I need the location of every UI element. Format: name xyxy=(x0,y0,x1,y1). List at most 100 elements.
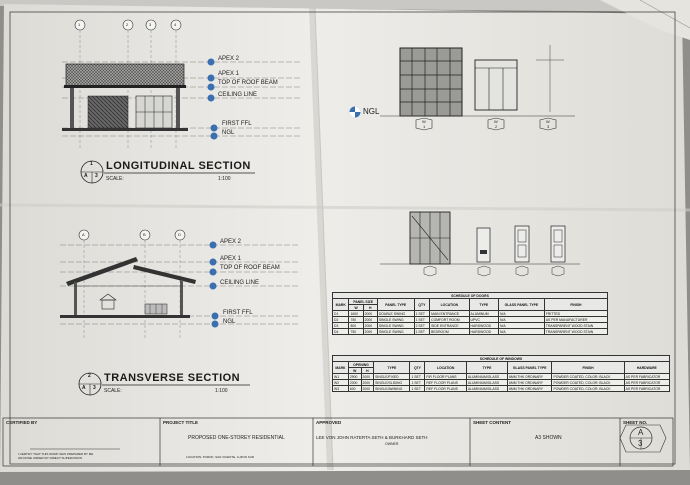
level-top-of-roof-beam: TOP OF ROOF BEAM xyxy=(218,80,278,86)
col-header: MARK xyxy=(332,361,349,374)
certified-by-label: CERTIFIED BY xyxy=(6,420,38,425)
level-first-ffl: FIRST FFL xyxy=(223,310,253,316)
sheet-number: 3 xyxy=(638,439,643,448)
table-cell: 600 xyxy=(347,385,362,392)
longitudinal-section-drawing xyxy=(62,19,300,184)
table-cell: 1 SET xyxy=(413,328,431,335)
table-cell: BEDROOM xyxy=(429,328,470,335)
grid-marker-1: 1 xyxy=(78,22,81,27)
col-header: GLASS PANEL TYPE xyxy=(507,361,553,374)
project-title-label: PROJECT TITLE xyxy=(163,420,199,425)
table-cell: AS PER FABRICATOR xyxy=(623,385,671,392)
table-cell: POWDER COATED, COLOR: BLACK xyxy=(551,385,625,392)
col-header: QTY xyxy=(413,298,431,311)
doors-schedule-table: SCHEDULE OF DOORS MARK PANEL SIZE PANEL … xyxy=(331,292,609,335)
col-header: TYPE xyxy=(373,361,411,374)
transverse-section-title: TRANSVERSE SECTION xyxy=(104,372,241,384)
table-cell: REF FLOOR PLANS xyxy=(424,385,467,392)
table-cell: SINGLE SWING xyxy=(376,328,415,335)
table-cell: W3 xyxy=(332,385,349,392)
col-header: TYPE xyxy=(468,298,499,311)
longitudinal-section-title: LONGITUDINAL SECTION xyxy=(106,160,251,172)
section-number: 2 xyxy=(88,373,92,379)
owner-role: OWNER xyxy=(385,442,399,446)
window-tag-w2-bottom: 2 xyxy=(495,124,498,129)
grid-marker-3: 3 xyxy=(149,22,152,27)
level-apex-1: APEX 1 xyxy=(220,256,242,262)
certification-note-2: OR DONE UNDER MY DIRECT SUPERVISION xyxy=(18,456,83,460)
col-header: MARK xyxy=(331,298,350,311)
table-cell: 2000 xyxy=(362,328,378,335)
level-ngl: NGL xyxy=(222,130,235,136)
section-sheet-number: 3 xyxy=(95,173,99,179)
owner-names: LEE VON JOHN RATERTA SETH & BURKHARD SET… xyxy=(316,435,428,440)
drawing-border xyxy=(9,11,676,465)
sheet-letter: A xyxy=(638,428,644,437)
col-header: FINISH xyxy=(543,298,609,311)
grid-marker-2: 2 xyxy=(126,22,129,27)
section-number: 1 xyxy=(90,161,94,167)
scale-value: 1:100 xyxy=(215,388,228,394)
window-tag-w1-top: W xyxy=(422,119,426,124)
table-cell: SINGLE/AWNING xyxy=(373,385,411,392)
window-tag-w3-bottom: 3 xyxy=(547,124,550,129)
col-header: TYPE xyxy=(465,361,509,374)
window-tag-w2-top: W xyxy=(494,119,498,124)
project-location: LOCATION: PUROK, SAN VICENTE, LUZON SUR xyxy=(186,455,255,459)
col-header: HARDWARE xyxy=(623,361,671,374)
table-cell: 750 xyxy=(348,328,364,335)
section-sheet-number: 3 xyxy=(93,385,97,391)
window-tag-w3-top: W xyxy=(546,119,550,124)
table-cell: HARDWOOD xyxy=(468,328,499,335)
table-cell: 6MM THK ORDINARY xyxy=(507,385,553,392)
level-ngl: NGL xyxy=(223,319,236,325)
level-apex-2: APEX 2 xyxy=(218,56,240,62)
grid-marker-d: D xyxy=(178,232,181,237)
grid-marker-a: A xyxy=(82,232,85,237)
level-apex-1: APEX 1 xyxy=(218,71,240,77)
col-header: LOCATION xyxy=(429,298,470,311)
level-apex-2: APEX 2 xyxy=(220,239,242,245)
scale-label: SCALE: xyxy=(104,388,122,394)
sheet-content-value: A3 SHOWN xyxy=(535,435,562,441)
level-first-ffl: FIRST FFL xyxy=(222,121,252,127)
title-block-frame xyxy=(2,417,674,467)
col-header: QTY xyxy=(409,361,426,374)
col-header: FINISH xyxy=(551,361,625,374)
window-tag-w1-bottom: 1 xyxy=(423,124,426,129)
scale-value: 1:100 xyxy=(218,176,231,182)
table-cell: TRANSPARENT WOOD STAIN xyxy=(543,328,609,335)
col-header: GLASS PANEL TYPE xyxy=(497,298,545,311)
level-ceiling-line: CEILING LINE xyxy=(218,92,258,98)
window-elevations xyxy=(349,45,575,131)
sheet-content-label: SHEET CONTENT xyxy=(473,420,512,425)
section-sheet-letter: A xyxy=(82,385,87,391)
level-top-of-roof-beam: TOP OF ROOF BEAM xyxy=(220,265,280,271)
table-cell: ALUMINIUM/GLASS xyxy=(465,385,509,392)
ngl-label: NGL xyxy=(363,107,380,116)
level-ceiling-line: CEILING LINE xyxy=(220,280,260,286)
certification-note-1: I CERTIFY THAT THIS WORK WAS PREPARED BY… xyxy=(18,452,94,456)
sheet-no-label: SHEET NO. xyxy=(623,420,648,425)
table-cell: N/A xyxy=(497,328,545,335)
windows-schedule-table: SCHEDULE OF WINDOWS MARK OPENING TYPE QT… xyxy=(332,355,671,392)
project-title: PROPOSED ONE-STOREY RESIDENTIAL xyxy=(188,435,285,441)
grid-marker-4: 4 xyxy=(174,22,177,27)
door-elevations xyxy=(380,211,580,277)
col-header: PANEL TYPE xyxy=(376,298,415,311)
table-cell: D4 xyxy=(331,328,350,335)
section-sheet-letter: A xyxy=(84,173,89,179)
table-cell: 2000 xyxy=(360,385,375,392)
grid-marker-b: B xyxy=(143,232,146,237)
table-cell: 1 SET xyxy=(409,385,426,392)
approved-label: APPROVED xyxy=(316,420,342,425)
transverse-section-drawing xyxy=(60,229,300,396)
scale-label: SCALE: xyxy=(106,176,124,182)
